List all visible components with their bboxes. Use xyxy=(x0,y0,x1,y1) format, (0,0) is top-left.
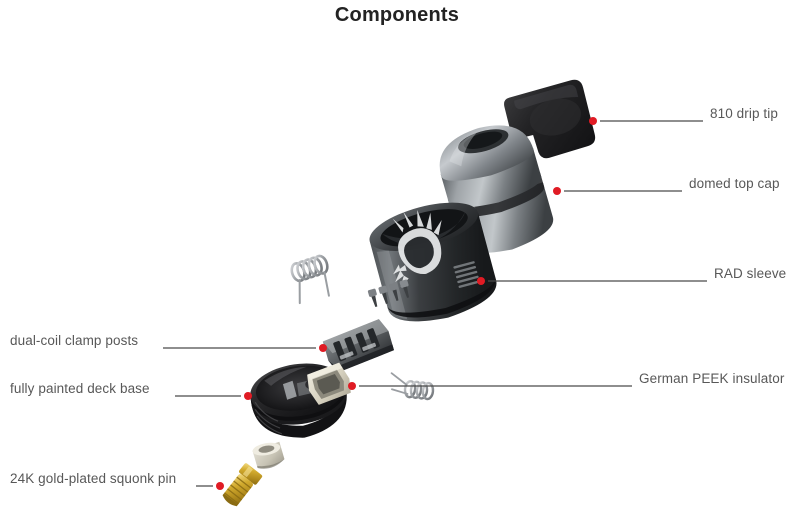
part-insulator-ring xyxy=(252,441,285,469)
screw xyxy=(367,288,378,308)
callout-label-rad-sleeve: RAD sleeve xyxy=(714,266,787,281)
callout-label-domed-top-cap: domed top cap xyxy=(689,176,780,191)
part-coil-upper xyxy=(290,254,330,305)
part-rad-sleeve xyxy=(369,202,497,322)
callout-label-deck-base: fully painted deck base xyxy=(10,381,150,396)
page-title: Components xyxy=(334,4,460,26)
leader-deck-base xyxy=(175,392,252,400)
callout-label-peek-insulator: German PEEK insulator xyxy=(639,371,785,386)
leader-domed-top-cap xyxy=(553,187,682,195)
leader-rad-sleeve xyxy=(477,277,707,285)
callout-leaders xyxy=(163,117,707,490)
leader-clamp-posts xyxy=(163,344,327,352)
callout-label-squonk-pin: 24K gold-plated squonk pin xyxy=(10,471,177,486)
spartan-helmet-logo xyxy=(392,209,442,287)
callout-label-clamp-posts: dual-coil clamp posts xyxy=(10,333,139,348)
leader-peek-insulator xyxy=(348,382,632,390)
leader-drip-tip xyxy=(589,117,703,125)
leader-squonk-pin xyxy=(196,482,224,490)
part-coil-lower xyxy=(390,372,435,401)
callout-label-drip-tip: 810 drip tip xyxy=(710,106,778,121)
part-post-screws xyxy=(367,279,410,308)
screw xyxy=(378,285,388,304)
screw xyxy=(389,282,399,301)
part-peek-insulator xyxy=(307,362,351,405)
screw xyxy=(399,279,410,298)
airflow-vents xyxy=(453,261,479,288)
part-squonk-pin xyxy=(222,463,263,507)
part-drip-tip xyxy=(504,79,596,159)
part-clamp-posts xyxy=(322,319,394,373)
